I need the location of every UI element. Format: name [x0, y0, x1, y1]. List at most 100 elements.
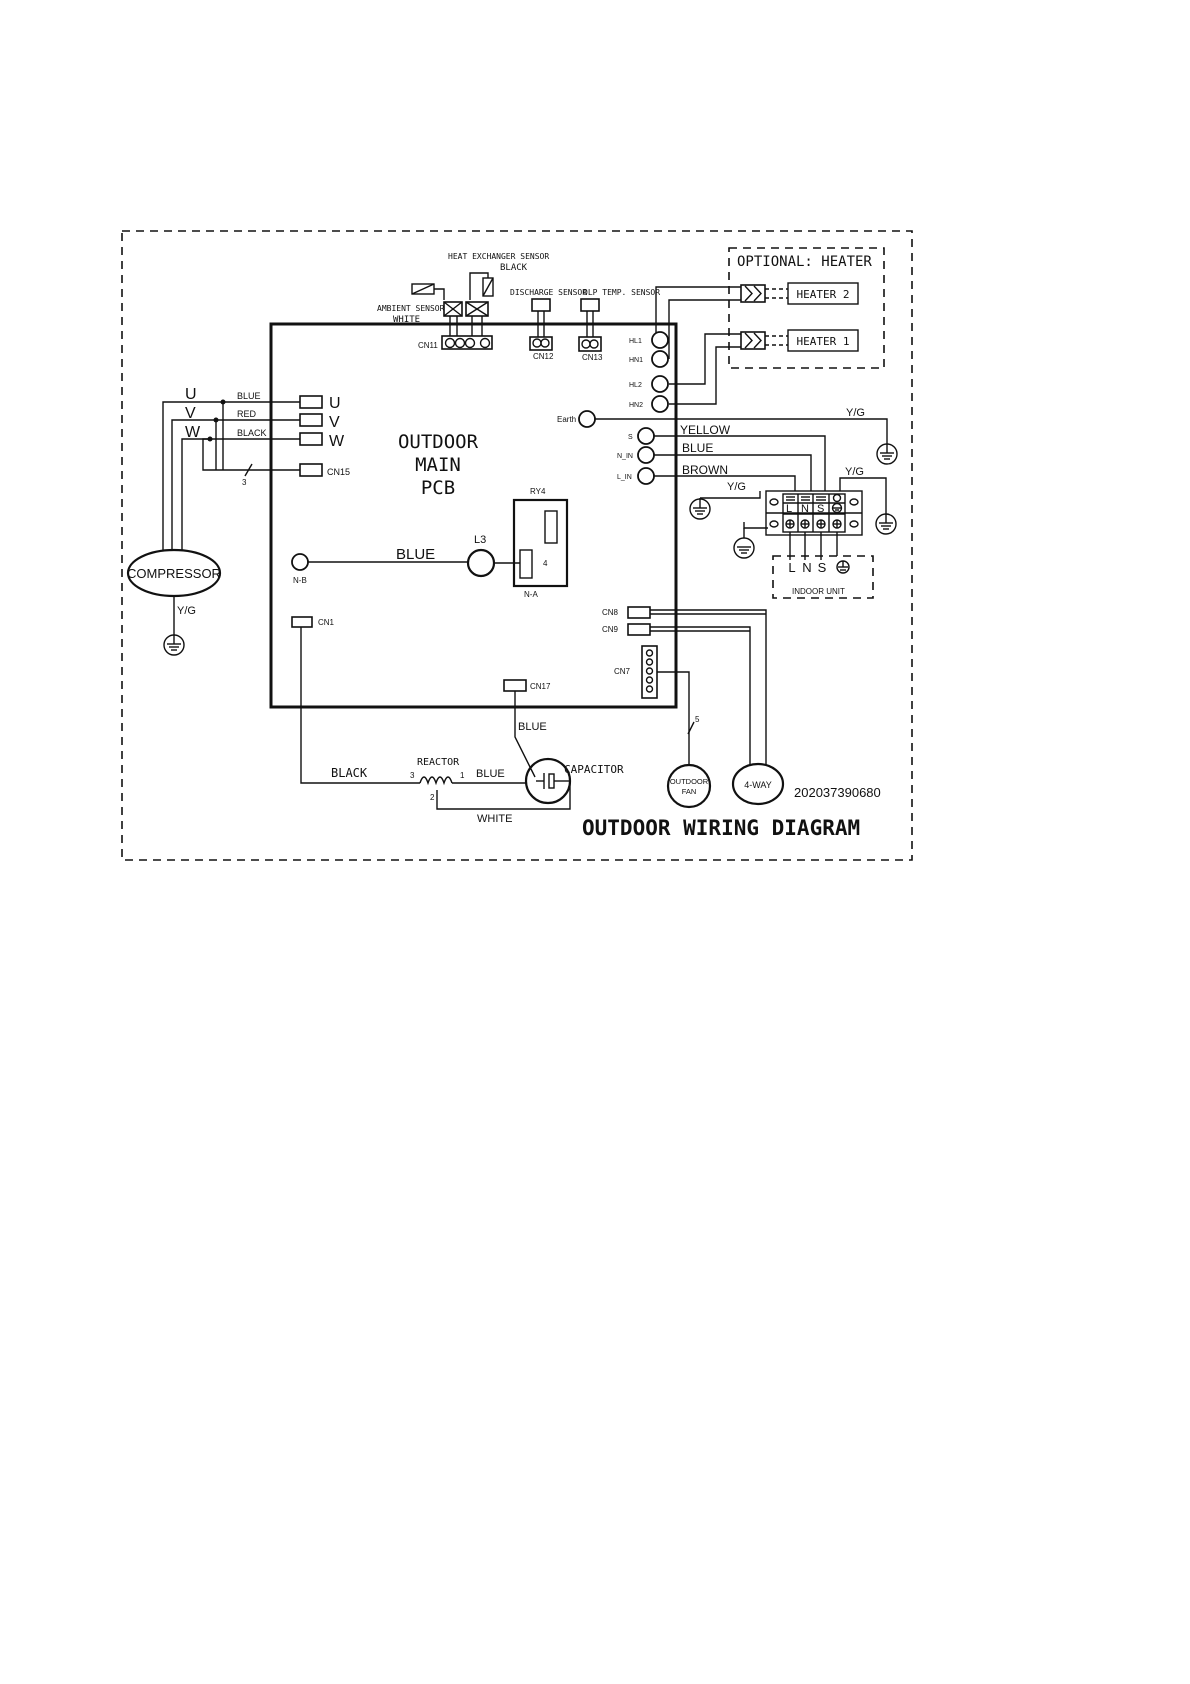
heater-1-connector — [740, 331, 788, 350]
ground-icon — [733, 528, 755, 559]
cn13-label: CN13 — [582, 353, 603, 362]
l3-coil — [466, 548, 496, 578]
terminal-block — [765, 490, 863, 536]
ry4-label: RY4 — [530, 487, 546, 496]
l3-wire-label: BLUE — [396, 546, 435, 563]
four-way-valve — [731, 762, 785, 806]
hl1-terminal — [651, 331, 669, 349]
ambient-sensor-icon — [411, 283, 445, 300]
terminal-s-label: S — [817, 503, 824, 515]
heater-2-label: HEATER 2 — [797, 288, 850, 301]
cn9-label: CN9 — [602, 625, 619, 634]
reactor-label: REACTOR — [417, 757, 460, 768]
pcb-label-line2: MAIN — [415, 454, 461, 476]
cn12-label: CN12 — [533, 352, 554, 361]
wire-v-label: RED — [237, 409, 257, 419]
heater-2-connector — [740, 284, 788, 303]
term-v-label: V — [329, 414, 340, 431]
cn15-label: CN15 — [327, 467, 350, 477]
fan-label-line1: OUTDOOR — [670, 777, 709, 786]
diagram-title: OUTDOOR WIRING DIAGRAM — [582, 816, 860, 840]
phase-v-label: V — [185, 405, 196, 422]
ambient-sensor-label: AMBIENT SENSOR — [377, 304, 445, 313]
pcb-label-line1: OUTDOOR — [398, 431, 479, 453]
optional-heater-box — [728, 247, 885, 369]
indoor-n-label: N — [802, 560, 811, 575]
cn7-connector — [641, 645, 658, 699]
reactor-coil — [419, 776, 453, 786]
hl1-label: HL1 — [629, 338, 642, 345]
nb-terminal — [291, 553, 309, 571]
ground-icon — [831, 502, 843, 514]
ground-icon — [689, 498, 711, 520]
hl2-label: HL2 — [629, 382, 642, 389]
hn1-terminal — [651, 350, 669, 368]
na-label: N-A — [524, 590, 538, 599]
phase-w-label: W — [185, 424, 201, 441]
nb-label: N-B — [293, 576, 307, 585]
fan-wire-count: 5 — [695, 715, 700, 724]
cn8-label: CN8 — [602, 608, 619, 617]
s-label: S — [628, 434, 633, 441]
indoor-s-label: S — [818, 560, 827, 575]
v-terminal — [299, 413, 323, 427]
wire-yg-left-label: Y/G — [727, 481, 746, 493]
cn15-terminal — [299, 463, 323, 477]
n-in-terminal — [637, 446, 655, 464]
capacitor — [524, 757, 572, 805]
reactor-pin2: 2 — [430, 793, 435, 802]
wire-u-label: BLUE — [237, 391, 261, 401]
olp-sensor-label: OLP TEMP. SENSOR — [583, 288, 660, 297]
cn1-label: CN1 — [318, 618, 335, 627]
wire-yg-terminal-label: Y/G — [845, 466, 864, 478]
fan-label-line2: FAN — [682, 787, 697, 796]
olp-sensor-icon — [578, 298, 602, 352]
heat-exchanger-sensor-color: BLACK — [500, 263, 528, 273]
ry4-pin-label: 4 — [543, 559, 548, 568]
ground-icon — [876, 443, 898, 465]
capacitor-label: CAPACITOR — [564, 763, 624, 776]
s-terminal — [637, 427, 655, 445]
outdoor-main-pcb — [269, 322, 678, 709]
indoor-unit-label: INDOOR UNIT — [792, 587, 845, 596]
optional-heater-label: OPTIONAL: HEATER — [737, 254, 872, 270]
cn11-connector — [441, 301, 493, 350]
terminal-n-label: N — [801, 503, 809, 515]
cn17-terminal — [503, 679, 527, 692]
reactor-pin1: 1 — [460, 771, 465, 780]
l-in-terminal — [637, 467, 655, 485]
terminal-l-label: L — [786, 503, 792, 515]
wire-brown-label: BROWN — [682, 463, 728, 477]
indoor-l-label: L — [788, 560, 795, 575]
hn2-label: HN2 — [629, 402, 643, 409]
wire-w-label: BLACK — [237, 428, 267, 438]
hn1-label: HN1 — [629, 357, 643, 364]
reactor-blue-label: BLUE — [476, 768, 505, 780]
reactor-black-label: BLACK — [331, 766, 368, 780]
heat-exchanger-sensor-label: HEAT EXCHANGER SENSOR — [448, 252, 549, 261]
cn9-terminal — [627, 623, 651, 636]
heater-1-label: HEATER 1 — [797, 335, 850, 348]
term-u-label: U — [329, 395, 341, 412]
compressor-label: COMPRESSOR — [127, 566, 221, 581]
earth-label: Earth — [557, 415, 576, 424]
cn17-wire-label: BLUE — [518, 721, 547, 733]
cn11-label: CN11 — [418, 341, 438, 350]
four-way-label: 4-WAY — [744, 780, 772, 790]
wire-yg-earth-label: Y/G — [846, 407, 865, 419]
phase-u-label: U — [185, 386, 197, 403]
wire-blue-label: BLUE — [682, 441, 713, 455]
w-terminal — [299, 432, 323, 446]
heater-1-box — [787, 329, 859, 352]
cn8-terminal — [627, 606, 651, 619]
discharge-sensor-icon — [529, 298, 553, 351]
n-in-label: N_IN — [617, 453, 633, 460]
outdoor-fan — [666, 763, 712, 809]
part-number: 202037390680 — [794, 785, 881, 800]
ground-icon — [163, 634, 185, 656]
compressor-ground-label: Y/G — [177, 605, 196, 617]
heater-2-box — [787, 282, 859, 305]
l-in-label: L_IN — [617, 474, 632, 481]
discharge-sensor-label: DISCHARGE SENSOR — [510, 288, 587, 297]
indoor-unit-box — [772, 555, 874, 599]
